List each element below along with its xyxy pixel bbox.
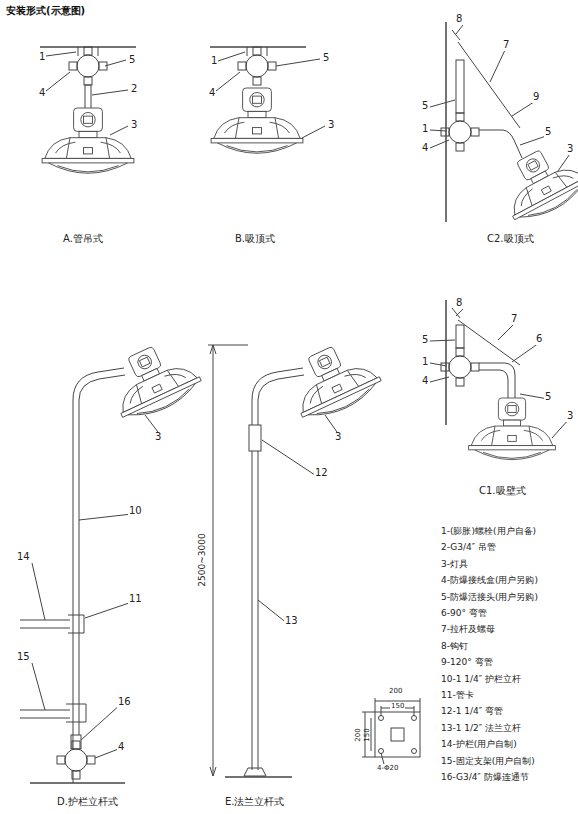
callout-number: 12	[314, 468, 329, 479]
callout-number: 5	[421, 335, 429, 346]
callout-number: 3	[327, 120, 335, 131]
dimension-text: 4-Φ20	[376, 765, 399, 772]
parts-list-item: 9-120° 弯管	[440, 658, 494, 667]
callout-number: 11	[128, 594, 143, 605]
callout-number: 5	[322, 53, 330, 64]
callout-number: 4	[38, 88, 46, 99]
callout-number: 8	[455, 298, 463, 309]
callout-number: 4	[421, 376, 429, 387]
dimension-text: 150	[364, 727, 371, 742]
parts-list-item: 6-90° 弯管	[440, 609, 488, 618]
callout-number: 9	[532, 92, 540, 103]
parts-list-item: 1-(膨胀)螺栓(用户自备)	[440, 527, 537, 536]
parts-list-item: 16-G3/4″ 防爆连通节	[440, 773, 530, 782]
callout-number: 3	[130, 120, 138, 131]
callout-number: 5	[128, 55, 136, 66]
title: 安装形式(示意图)	[6, 4, 85, 18]
parts-list-item: 7-拉杆及螺母	[440, 625, 496, 634]
figure-caption: E.法兰立杆式	[224, 797, 286, 808]
dimension-text: 200	[388, 688, 403, 695]
callout-number: 5	[544, 392, 552, 403]
parts-list-item: 14-护栏(用户自制)	[440, 740, 518, 749]
figure-caption: C2.吸顶式	[486, 234, 535, 245]
callout-number: 1	[421, 357, 429, 368]
callout-number: 7	[510, 314, 518, 325]
callout-number: 4	[421, 143, 429, 154]
figure-caption: C1.吸壁式	[478, 486, 527, 497]
callout-number: 5	[544, 127, 552, 138]
callout-number: 13	[284, 616, 299, 627]
callout-number: 14	[16, 552, 31, 563]
parts-list-item: 12-1 1/4″ 弯管	[440, 707, 504, 716]
callout-number: 3	[566, 144, 574, 155]
figure-caption: B.吸顶式	[234, 234, 276, 245]
figure-caption: D.护栏立杆式	[56, 797, 119, 808]
dimension-text: 2500~3000	[198, 532, 207, 587]
parts-list-item: 4-防爆接线盒(用户另购)	[440, 576, 539, 585]
callout-number: 10	[128, 506, 143, 517]
callout-number: 2	[130, 84, 138, 95]
parts-list-item: 2-G3/4″ 吊管	[440, 543, 497, 552]
figure-caption: A.管吊式	[62, 234, 104, 245]
parts-list-item: 8-钩钉	[440, 642, 469, 651]
callout-number: 4	[208, 88, 216, 99]
callout-number: 1	[38, 52, 46, 63]
parts-list-item: 10-1 1/4″ 护栏立杆	[440, 675, 522, 684]
callout-number: 7	[502, 40, 510, 51]
dimension-text: 200	[355, 727, 362, 742]
dimension-text: 150	[390, 703, 405, 710]
callout-number: 3	[566, 411, 574, 422]
callout-number: 1	[210, 56, 218, 67]
callout-number: 5	[421, 101, 429, 112]
parts-list-item: 5-防爆活接头(用户另购)	[440, 593, 539, 602]
parts-list-item: 15-固定支架(用户自制)	[440, 757, 536, 766]
callout-number: 6	[535, 334, 543, 345]
parts-list-item: 11-管卡	[440, 691, 475, 700]
callout-number: 16	[117, 697, 132, 708]
callout-number: 1	[421, 124, 429, 135]
callout-number: 3	[334, 432, 342, 443]
callout-number: 8	[455, 14, 463, 25]
callout-number: 15	[16, 652, 31, 663]
callout-number: 3	[154, 432, 162, 443]
parts-list-item: 3-灯具	[440, 560, 469, 569]
callout-number: 4	[117, 742, 125, 753]
parts-list-item: 13-1 1/2″ 法兰立杆	[440, 724, 522, 733]
